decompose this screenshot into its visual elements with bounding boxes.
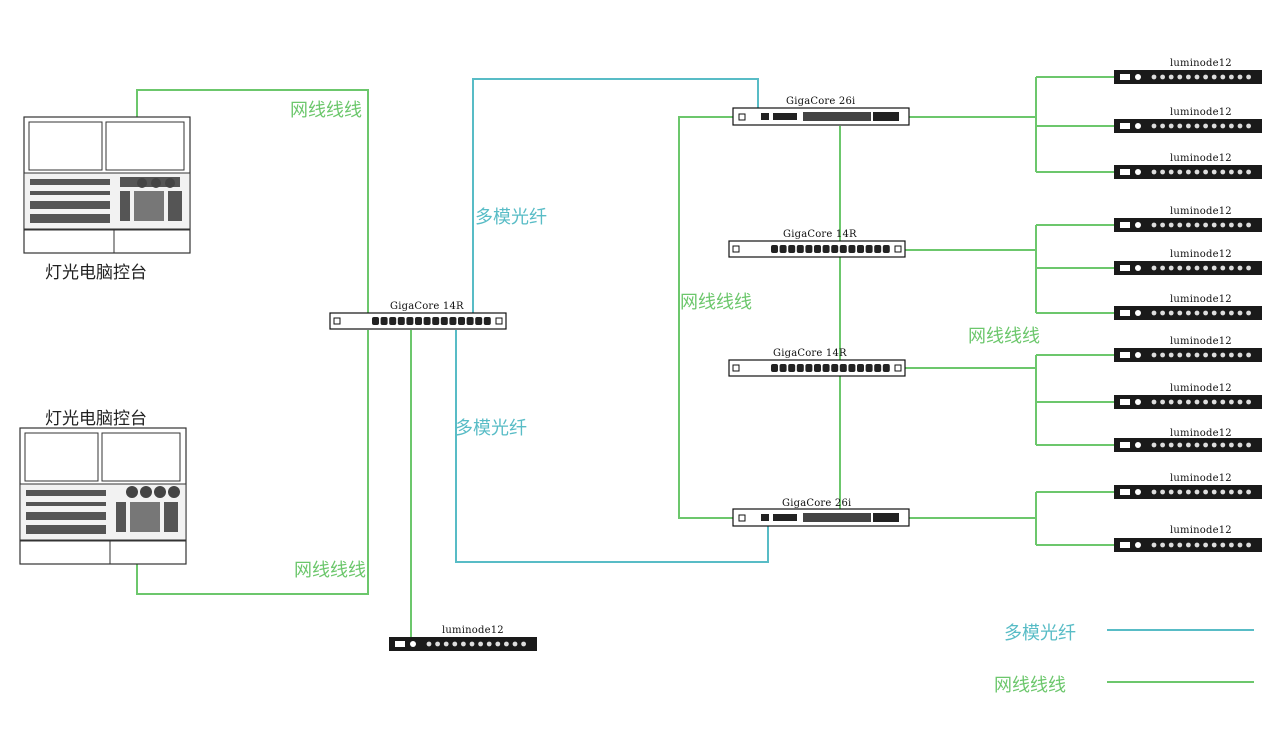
legend-fiber-label: 多模光纤 [1004,623,1076,644]
ethernet-cable-right-loop [678,116,733,519]
luminode-unit [1114,306,1262,320]
luminode-unit [1114,261,1262,275]
switch-port [771,364,778,372]
cable-label-ethernet-mid: 网线线线 [680,292,752,313]
switch-port [865,245,873,253]
switch-port [814,364,821,372]
switch-port [814,245,821,253]
switch-port [839,364,847,372]
fiber-cables [455,78,769,563]
switch-port [805,364,813,372]
cable-label-ethernet-bottom: 网线线线 [294,560,366,581]
switch-port [389,317,397,325]
switch-port [372,317,379,325]
switch-port [857,364,864,372]
luminode-unit [389,637,537,651]
switch-port [831,245,839,253]
switch-right-1 [732,107,910,126]
node-label: luminode12 [1170,249,1232,260]
switch-port [380,317,388,325]
ethernet-cable-console1 [136,89,369,313]
luminode-unit [1114,395,1262,409]
switch-right-4-label: GigaCore 26i [782,498,852,509]
switch-port [865,364,873,372]
lighting-console-2 [19,427,187,565]
cable-label-fiber-upper: 多模光纤 [475,207,547,228]
switch-port [805,245,813,253]
switch-right-2 [728,240,906,258]
switch-right-4 [732,508,910,527]
luminode-unit [1114,348,1262,362]
switch-port [397,317,405,325]
switch-center [329,312,507,330]
lighting-console-1 [23,116,191,254]
switch-port [779,364,787,372]
switch-port [449,317,457,325]
switch-port [822,364,830,372]
switch-right-3-label: GigaCore 14R [773,348,847,359]
node-label: luminode12 [1170,383,1232,394]
ethernet-cable-console2 [136,330,369,595]
luminode-devices [389,70,1262,651]
switch-port [874,364,882,372]
switch-right-3 [728,359,906,377]
bottom-node-label: luminode12 [442,625,504,636]
cable-label-ethernet-top: 网线线线 [290,100,362,121]
node-label: luminode12 [1170,473,1232,484]
switch-port [406,317,414,325]
node-label: luminode12 [1170,153,1232,164]
node-label: luminode12 [1170,58,1232,69]
switch-port [466,317,474,325]
legend-fiber-line [1107,629,1254,631]
node-label: luminode12 [1170,294,1232,305]
switch-right-2-label: GigaCore 14R [783,229,857,240]
luminode-unit [1114,538,1262,552]
node-label: luminode12 [1170,428,1232,439]
switch-port [848,364,856,372]
switch-port [483,317,491,325]
fiber-cable-lower [455,330,769,563]
switch-port [788,364,796,372]
switch-port [788,245,796,253]
fiber-cable-upper [472,78,759,313]
switch-port [415,317,422,325]
switch-right-1-label: GigaCore 26i [786,96,856,107]
switch-port [458,317,465,325]
luminode-unit [1114,119,1262,133]
switch-port [882,364,890,372]
switch-port [432,317,440,325]
luminode-unit [1114,165,1262,179]
switch-center-label: GigaCore 14R [390,301,464,312]
node-label: luminode12 [1170,206,1232,217]
switch-port [839,245,847,253]
switch-port [796,364,804,372]
legend-ethernet-line [1107,681,1254,683]
switch-port [822,245,830,253]
cable-label-fiber-lower: 多模光纤 [455,418,527,439]
luminode-unit [1114,218,1262,232]
switch-port [848,245,856,253]
node-label: luminode12 [1170,336,1232,347]
switch-port [796,245,804,253]
console-2-label: 灯光电脑控台 [45,409,147,429]
cable-label-ethernet-right: 网线线线 [968,326,1040,347]
switch-port [771,245,778,253]
switch-port [779,245,787,253]
node-label: luminode12 [1170,525,1232,536]
luminode-unit [1114,70,1262,84]
legend-ethernet-label: 网线线线 [994,675,1066,696]
console-1-label: 灯光电脑控台 [45,263,147,283]
switch-port [831,364,839,372]
switch-port [882,245,890,253]
switch-port [874,245,882,253]
switch-port [423,317,431,325]
switch-port [475,317,483,325]
switch-port [857,245,864,253]
switch-port [440,317,448,325]
node-label: luminode12 [1170,107,1232,118]
luminode-unit [1114,438,1262,452]
ethernet-cables [136,76,1114,637]
luminode-unit [1114,485,1262,499]
